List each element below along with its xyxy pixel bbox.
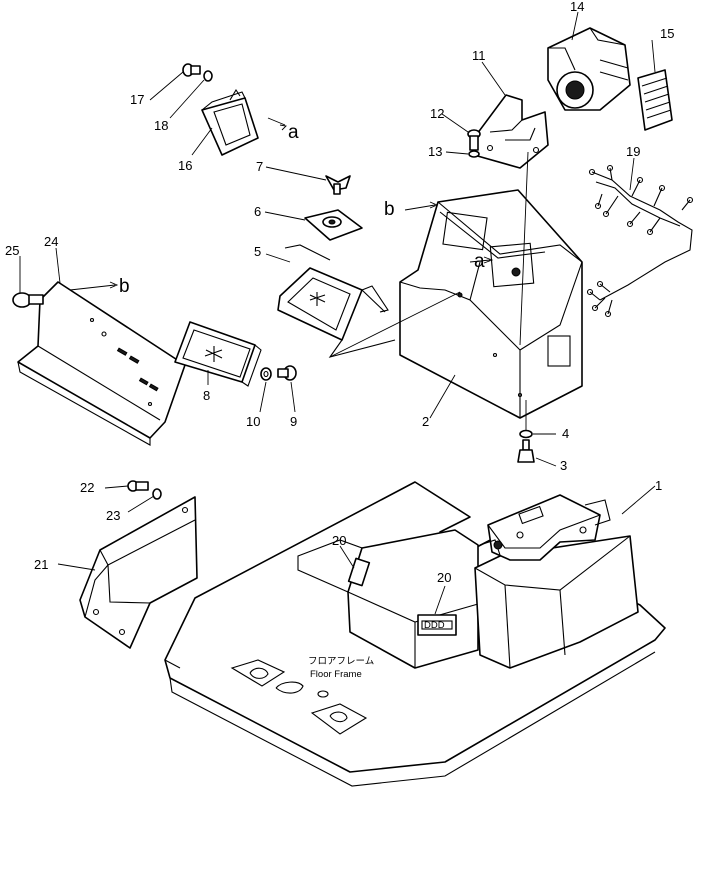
floor-frame-caption: フロアフレーム Floor Frame [308,656,374,680]
label-part-14: 14 [570,0,584,14]
label-part-10: 10 [246,414,260,429]
part-12-bolt [467,129,481,151]
floor-frame-label-en: Floor Frame [310,669,362,680]
part-18-washer [203,70,213,82]
label-part-22: 22 [80,480,94,495]
label-part-11: 11 [472,48,486,63]
part-21-side-cover [79,496,198,649]
part-6-plate [304,209,363,241]
label-part-15: 15 [660,26,674,41]
label-part-7: 7 [256,159,263,174]
part-23-washer [152,488,162,500]
part-16-duct [201,88,259,156]
floor-frame-label-jp: フロアフレーム [308,656,374,667]
part-1-console-base [474,494,639,669]
part-25-knob [12,292,44,308]
part-7-wing-screw [325,175,351,195]
part-3-bolt [517,439,535,463]
part-13-washer [468,150,480,158]
part-15-bellows [637,69,673,131]
label-part-3: 3 [560,458,567,473]
svg-text:DDD: DDD [424,620,445,631]
part-22-bolt [127,480,149,492]
part-17-bolt [182,63,201,77]
label-part-25: 25 [5,243,19,258]
label-part-20a: 20 [332,533,346,548]
part-24-panel-plate [17,281,186,446]
label-part-17: 17 [130,92,144,107]
label-part-18: 18 [154,118,168,133]
label-part-24: 24 [44,234,58,249]
plug-20a [347,557,371,587]
label-part-13: 13 [428,144,442,159]
label-part-20b: 20 [437,570,451,585]
callout-labels: 1 2 3 4 5 6 7 8 9 10 11 12 13 14 15 16 1… [5,0,674,585]
ref-a-duct: a [288,122,299,143]
ref-b-plate: b [119,276,130,297]
ref-b-housing: b [384,199,395,220]
label-part-16: 16 [178,158,192,173]
connector-20b [417,614,457,636]
label-part-2: 2 [422,414,429,429]
label-part-5: 5 [254,244,261,259]
label-part-23: 23 [106,508,120,523]
label-part-21: 21 [34,557,48,572]
ref-a-housing: a [474,251,485,272]
label-part-1: 1 [655,478,662,493]
part-10-washer [260,367,272,381]
label-part-12: 12 [430,106,444,121]
part-2-dashboard-housing [399,189,583,419]
leader-lines [19,11,656,615]
label-part-8: 8 [203,388,210,403]
label-part-6: 6 [254,204,261,219]
label-part-19: 19 [626,144,640,159]
part-8-gauge [174,321,262,387]
label-part-4: 4 [562,426,569,441]
reference-letters: a a b b [119,122,485,297]
seat-riser: DDD [297,529,479,669]
part-19-harness [586,164,694,318]
assembly-lines [69,117,529,430]
part-5-meter-panel [277,244,396,358]
part-11-bracket [473,94,549,169]
label-part-9: 9 [290,414,297,429]
part-9-nut [277,365,297,381]
part-4-washer [519,429,533,439]
part-14-blower [547,27,631,111]
